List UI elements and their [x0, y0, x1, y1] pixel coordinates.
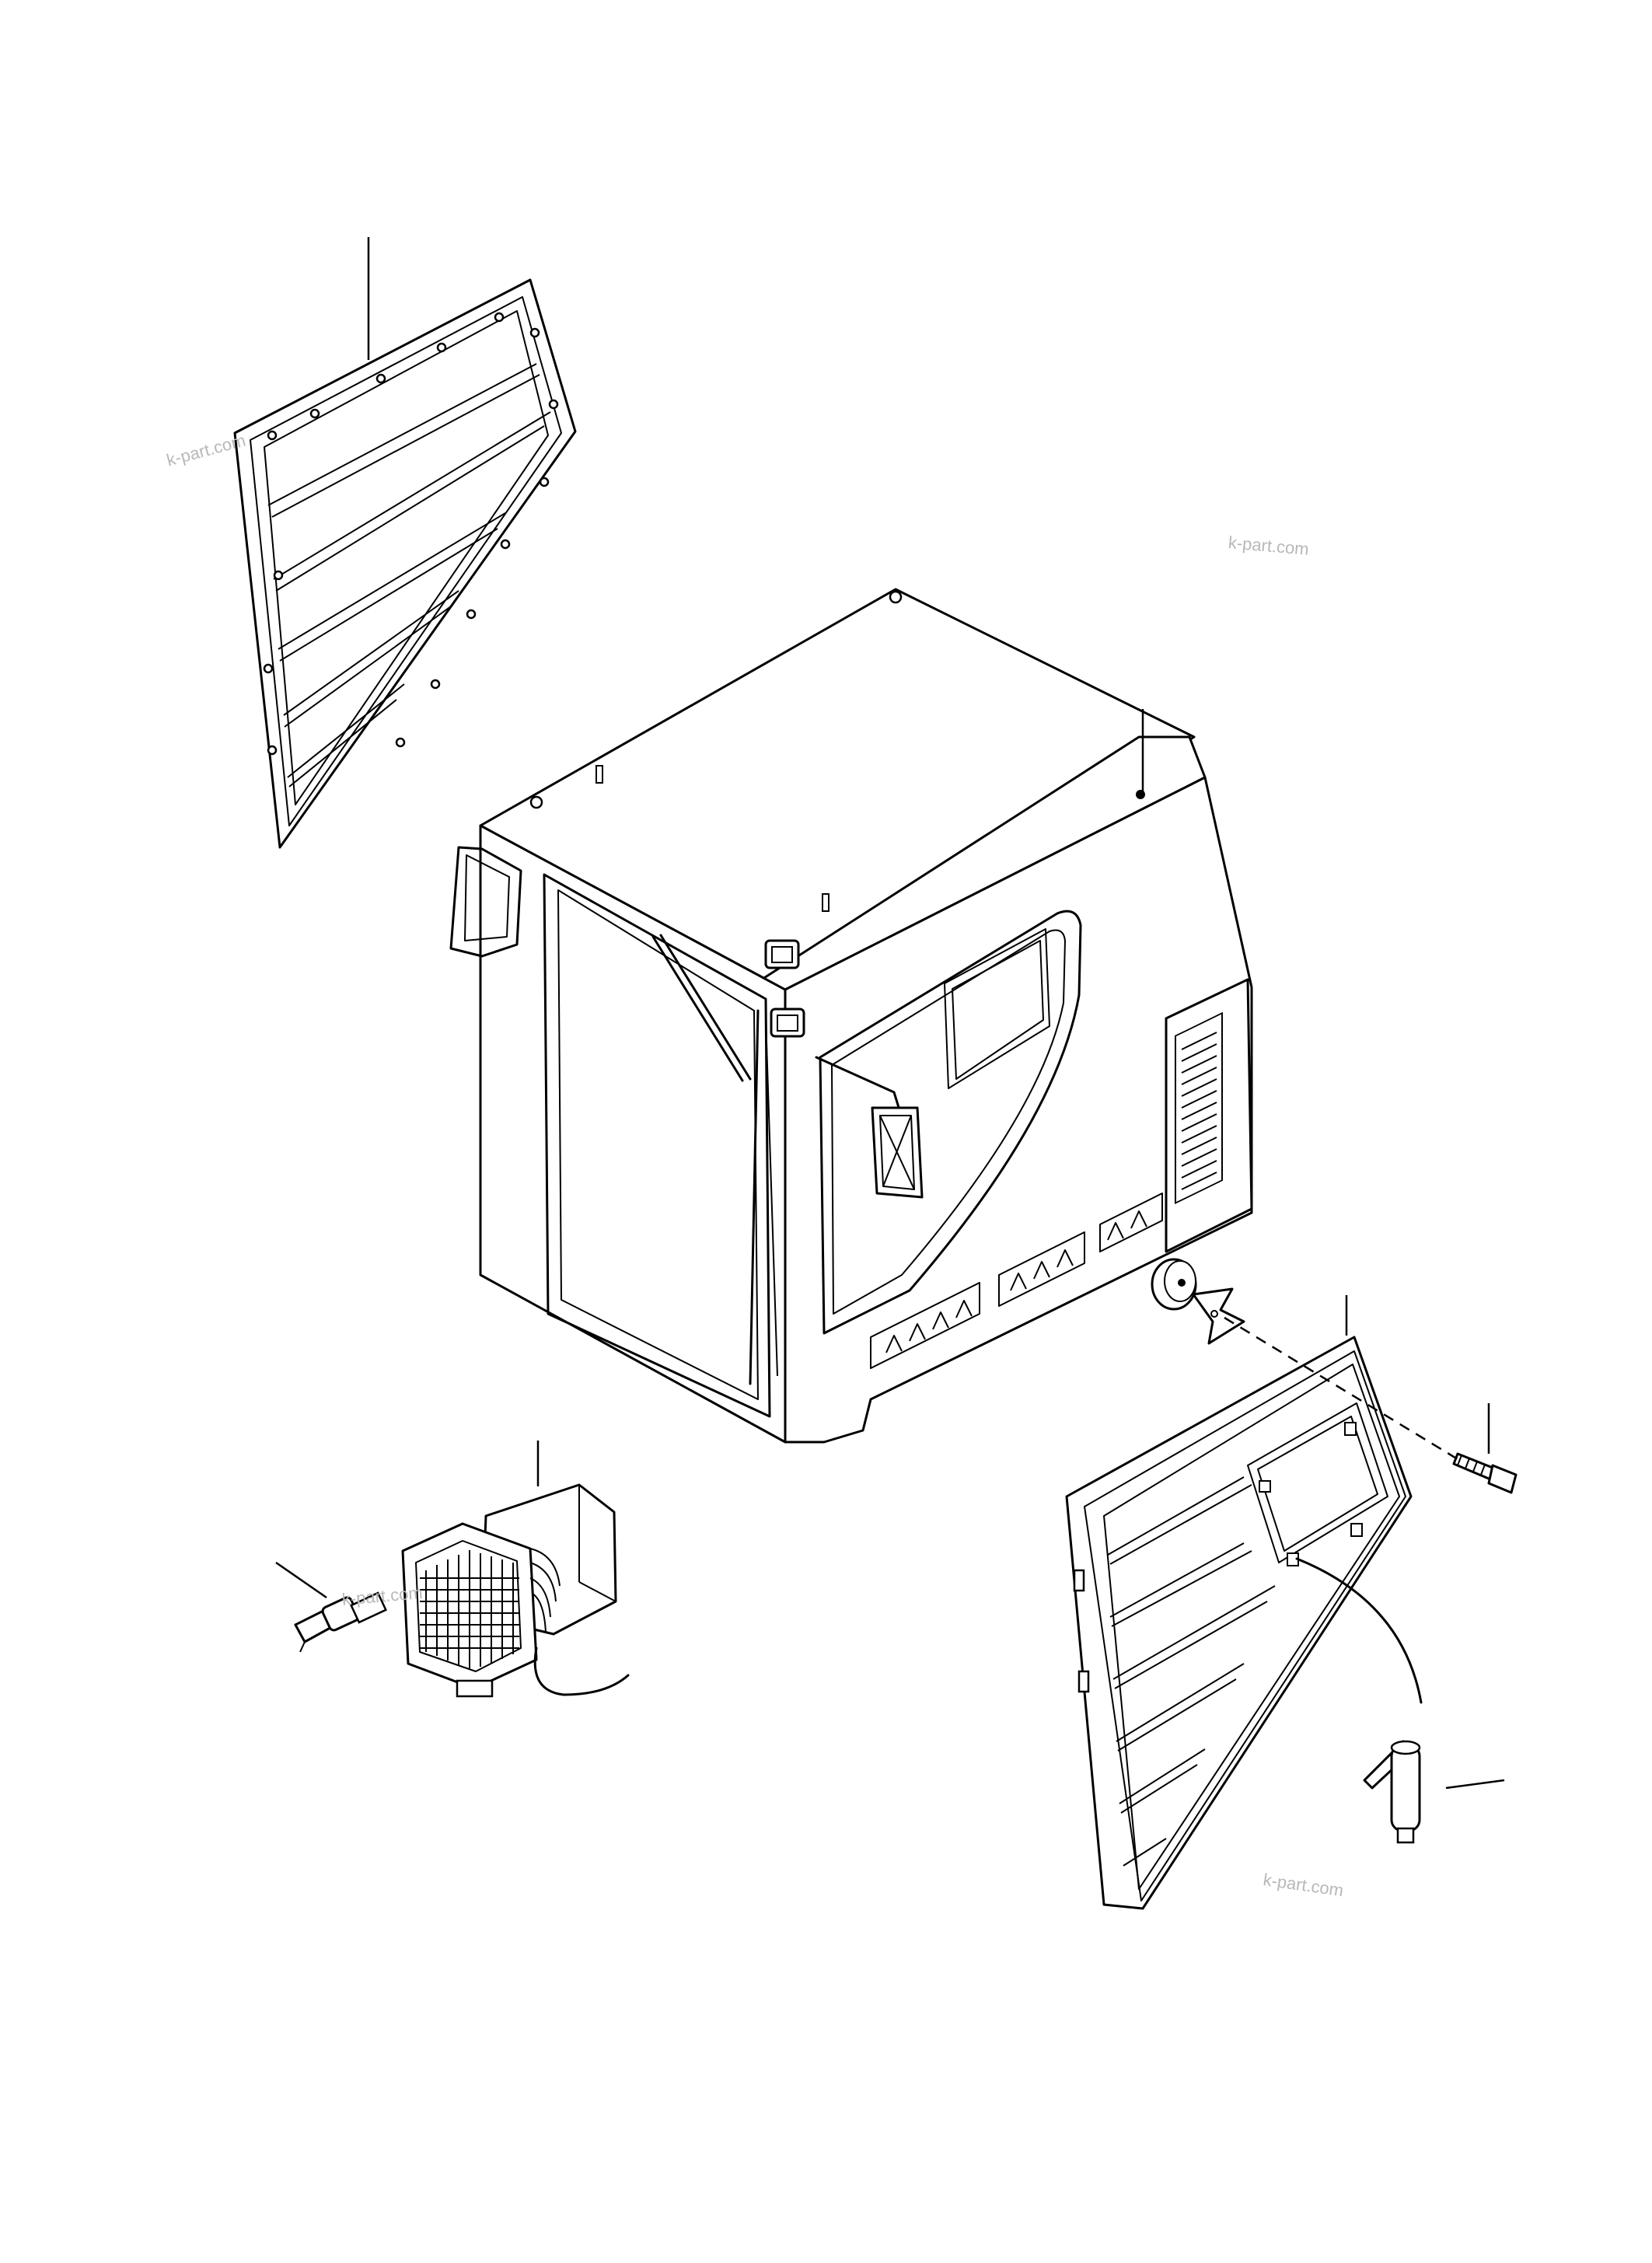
work-lamp	[401, 1441, 630, 1698]
right-side-louver-panel	[1065, 1295, 1423, 1910]
cab-body	[449, 588, 1253, 1444]
roof-antenna-stud	[1136, 790, 1145, 799]
clip-bracket	[1192, 1287, 1245, 1345]
left-side-louver-panel	[233, 237, 577, 849]
bolt	[1452, 1403, 1518, 1494]
install-axis-dashed	[1224, 1316, 1462, 1463]
rubber-grommet	[1151, 1258, 1197, 1311]
lamp-bulb	[275, 1561, 387, 1653]
leader-line-bulb	[275, 1561, 327, 1599]
side-mirror	[815, 1056, 924, 1199]
leader-line-latch-pin	[1445, 1779, 1505, 1790]
latch-pin	[1363, 1740, 1505, 1844]
